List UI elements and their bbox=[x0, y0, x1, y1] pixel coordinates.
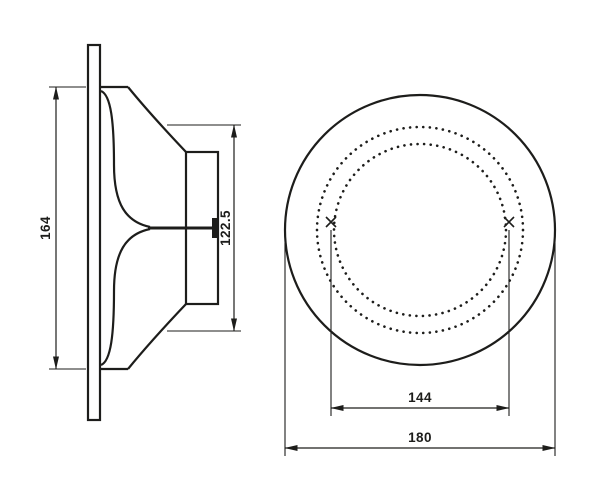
cone-profile-bottom bbox=[127, 303, 187, 370]
outer-rim-circle bbox=[283, 93, 557, 367]
dimension-overall-height: 164 bbox=[38, 86, 86, 370]
dimension-label-164: 164 bbox=[38, 216, 53, 240]
terminal-bar bbox=[212, 218, 218, 238]
flange-plate bbox=[86, 43, 102, 422]
mount-hole-mark-left bbox=[325, 216, 337, 228]
dimension-label-180: 180 bbox=[408, 430, 432, 445]
cone-profile-top bbox=[127, 86, 187, 153]
dimension-outer-diameter: 180 bbox=[284, 243, 556, 456]
mount-hole-mark-right bbox=[503, 216, 515, 228]
dimension-label-144: 144 bbox=[408, 390, 432, 405]
bell-curve-top bbox=[100, 89, 151, 229]
bell-curve-bottom bbox=[100, 227, 151, 367]
dimension-inner-height: 122.5 bbox=[167, 124, 241, 332]
side-section-view: 164 122.5 bbox=[38, 43, 241, 422]
front-view: 144 180 bbox=[283, 93, 557, 456]
dotted-circle-outer bbox=[315, 125, 525, 335]
dimension-label-122-5: 122.5 bbox=[218, 210, 233, 246]
dimension-mounting-distance: 144 bbox=[330, 230, 510, 416]
dotted-circle-inner bbox=[332, 142, 508, 318]
